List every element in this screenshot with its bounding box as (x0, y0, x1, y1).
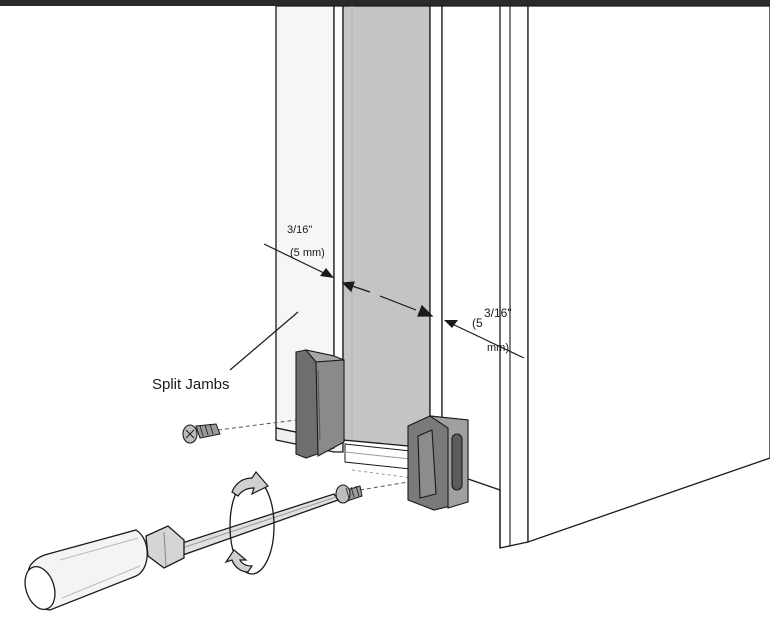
screw-icon (182, 419, 297, 444)
left-gap-fraction-label: 3/16" (287, 224, 312, 236)
left-gap-metric-label: (5 mm) (290, 247, 325, 259)
left-door-guide (295, 349, 345, 459)
screw-icon (335, 481, 409, 504)
door-thickness-dimension (341, 281, 434, 317)
right-door-guide (407, 415, 469, 511)
right-gap-paren-label: (5 (472, 316, 483, 330)
screwdriver-icon (24, 493, 340, 611)
right-split-jamb (429, 5, 770, 549)
top-border-rule (0, 0, 770, 6)
right-gap-dimension: 3/16" (5 mm) (444, 306, 525, 359)
guide-slot (451, 433, 463, 491)
rotation-arrow-icon (224, 471, 275, 575)
door-panel (342, 5, 431, 449)
right-gap-unit-label: mm) (487, 342, 509, 354)
right-gap-fraction-label: 3/16" (484, 306, 512, 320)
split-jambs-label: Split Jambs (152, 376, 230, 393)
split-jambs-callout: Split Jambs (152, 311, 299, 393)
left-gap-dimension: 3/16" (5 mm) (263, 224, 334, 278)
